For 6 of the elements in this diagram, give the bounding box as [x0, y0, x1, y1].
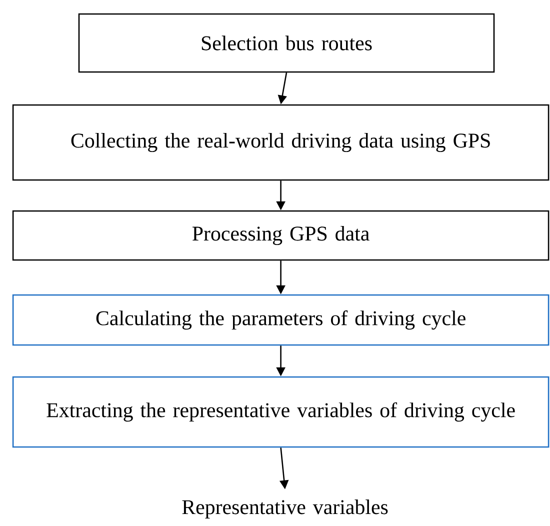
- process-box: Collecting the real-world driving data using GPS: [12, 104, 550, 181]
- process-box: Extracting the representative variables of driving cycle: [12, 376, 550, 448]
- process-box: Processing GPS data: [12, 210, 550, 261]
- process-box: Selection bus routes: [78, 13, 495, 73]
- process-box: Calculating the parameters of driving cycle: [12, 294, 550, 346]
- output-text: Representative variables: [182, 500, 388, 518]
